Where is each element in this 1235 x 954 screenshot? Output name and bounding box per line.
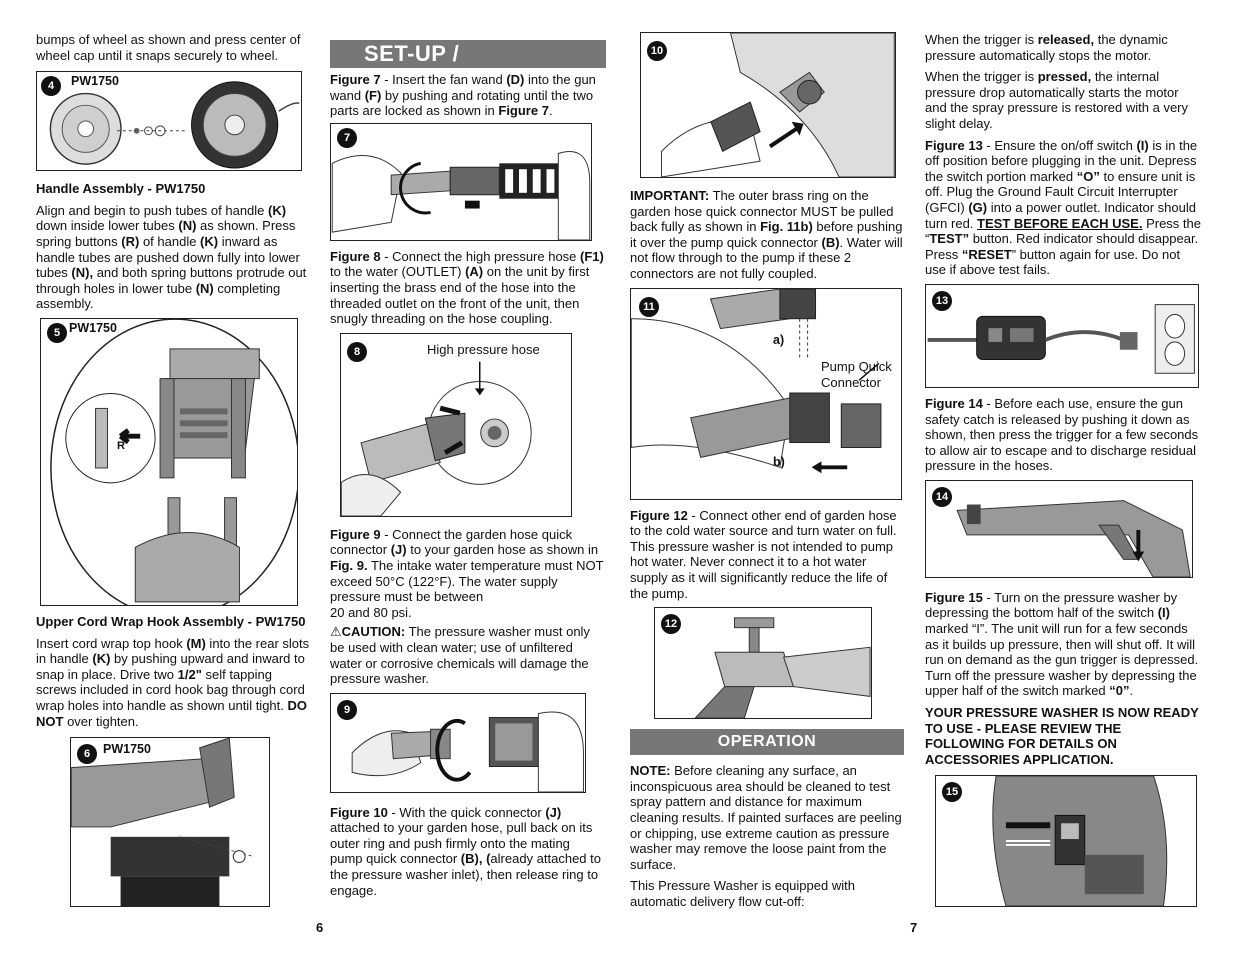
figure-15-caption: Figure 15 - Turn on the pressure washer … bbox=[925, 589, 1199, 699]
model-label: PW1750 bbox=[103, 742, 151, 757]
figure-13-caption: Figure 13 - Ensure the on/off switch (I)… bbox=[925, 137, 1201, 278]
figure-9: 9 bbox=[330, 692, 586, 793]
figure-13: 13 bbox=[925, 283, 1199, 388]
faucet-illustration bbox=[694, 617, 871, 719]
spray-gun-illustration bbox=[956, 499, 1191, 577]
figure-12: 12 bbox=[654, 607, 872, 720]
figure-9-caption: Figure 9 - Connect the garden hose quick… bbox=[330, 526, 604, 620]
figure-8: 8 High pressure hose bbox=[340, 332, 572, 517]
page-number-left: 6 bbox=[316, 920, 324, 935]
figure-8-caption: Figure 8 - Connect the high pressure hos… bbox=[330, 248, 604, 327]
column-2: SET-UP / ADJUSTMENT Figure 7 - Insert th… bbox=[330, 36, 606, 904]
important-text: IMPORTANT: The outer brass ring on the g… bbox=[630, 188, 903, 281]
figure-14-caption: Figure 14 - Before each use, ensure the … bbox=[925, 395, 1199, 474]
figure-12-caption: Figure 12 - Connect other end of garden … bbox=[630, 507, 897, 601]
figure-number-badge: 5 bbox=[47, 322, 67, 343]
figure-7: 7 bbox=[330, 122, 592, 241]
model-label: PW1750 bbox=[69, 320, 117, 335]
note-text: NOTE: Before cleaning any surface, an in… bbox=[630, 763, 902, 872]
model-label: PW1750 bbox=[71, 74, 119, 89]
figure-10-caption: Figure 10 - With the quick connector (J)… bbox=[330, 804, 601, 898]
trigger-pressed-text: When the trigger is pressed, the interna… bbox=[925, 69, 1189, 131]
figure-14: 14 bbox=[925, 479, 1193, 578]
figure-number-badge: 15 bbox=[942, 782, 962, 803]
figure-number-badge: 4 bbox=[41, 76, 61, 97]
caution-text: ⚠CAUTION: The pressure washer must only … bbox=[330, 624, 590, 687]
cord-hook-illustration bbox=[71, 738, 255, 907]
pump-quick-label: Pump Quick bbox=[821, 358, 892, 374]
connector-label: Connector bbox=[821, 374, 881, 390]
label-r: R bbox=[117, 439, 125, 452]
label-a: a) bbox=[773, 332, 785, 347]
wheel-intro-text: bumps of wheel as shown and press center… bbox=[36, 32, 301, 63]
wheel-illustration bbox=[49, 81, 300, 169]
high-pressure-hose-illustration bbox=[341, 361, 532, 516]
gfci-plug-illustration bbox=[927, 304, 1195, 374]
figure-number-badge: 13 bbox=[932, 290, 952, 311]
figure-number-badge: 8 bbox=[347, 341, 367, 362]
setup-adjustment-header: SET-UP / ADJUSTMENT bbox=[330, 40, 606, 94]
figure-number-badge: 11 bbox=[639, 296, 659, 317]
trigger-released-text: When the trigger is released, the dynami… bbox=[925, 32, 1168, 63]
ready-to-use-text: YOUR PRESSURE WASHER IS NOW READY TO USE… bbox=[925, 705, 1199, 767]
figure-6: 6 PW1750 bbox=[70, 737, 270, 908]
handle-assembly-illustration bbox=[50, 318, 297, 605]
figure-4: 4 PW1750 bbox=[36, 71, 302, 172]
figure-5: 5 PW1750 R bbox=[40, 317, 298, 606]
figure-number-badge: 12 bbox=[661, 614, 681, 635]
column-3: 10 IMPORTANT: The outer brass ring on th… bbox=[630, 32, 906, 915]
handle-assembly-text: Align and begin to push tubes of handle … bbox=[36, 202, 307, 312]
figure-number-badge: 10 bbox=[647, 41, 667, 61]
fan-wand-illustration bbox=[331, 150, 591, 240]
power-switch-illustration bbox=[992, 776, 1168, 907]
operation-header: OPERATION bbox=[630, 729, 904, 756]
column-1: bumps of wheel as shown and press center… bbox=[36, 32, 312, 915]
flow-cutoff-text: This Pressure Washer is equipped with au… bbox=[630, 878, 855, 909]
figure-number-badge: 6 bbox=[77, 744, 97, 765]
label-b: b) bbox=[773, 454, 785, 469]
connector-coupling-illustration bbox=[631, 288, 882, 473]
handle-assembly-heading: Handle Assembly - PW1750 bbox=[36, 181, 206, 197]
column-4: When the trigger is released, the dynami… bbox=[925, 32, 1201, 915]
figure-number-badge: 14 bbox=[932, 486, 952, 507]
figure-11: 11 a) b) Pump Quick Connector bbox=[630, 287, 902, 500]
warning-icon: ⚠ bbox=[330, 624, 342, 640]
figure-15: 15 bbox=[935, 775, 1197, 908]
figure-number-badge: 9 bbox=[337, 699, 357, 720]
quick-connector-illustration bbox=[660, 33, 895, 177]
page-number-right: 7 bbox=[910, 920, 918, 935]
figure-number-badge: 7 bbox=[337, 127, 357, 148]
figure-7-caption: Figure 7 - Insert the fan wand (D) into … bbox=[330, 72, 596, 119]
cord-wrap-text: Insert cord wrap top hook (M) into the r… bbox=[36, 635, 310, 729]
cord-wrap-heading: Upper Cord Wrap Hook Assembly - PW1750 bbox=[36, 613, 306, 629]
high-pressure-hose-label: High pressure hose bbox=[427, 341, 540, 357]
figure-10: 10 bbox=[640, 32, 896, 178]
garden-hose-connector-illustration bbox=[351, 711, 584, 792]
